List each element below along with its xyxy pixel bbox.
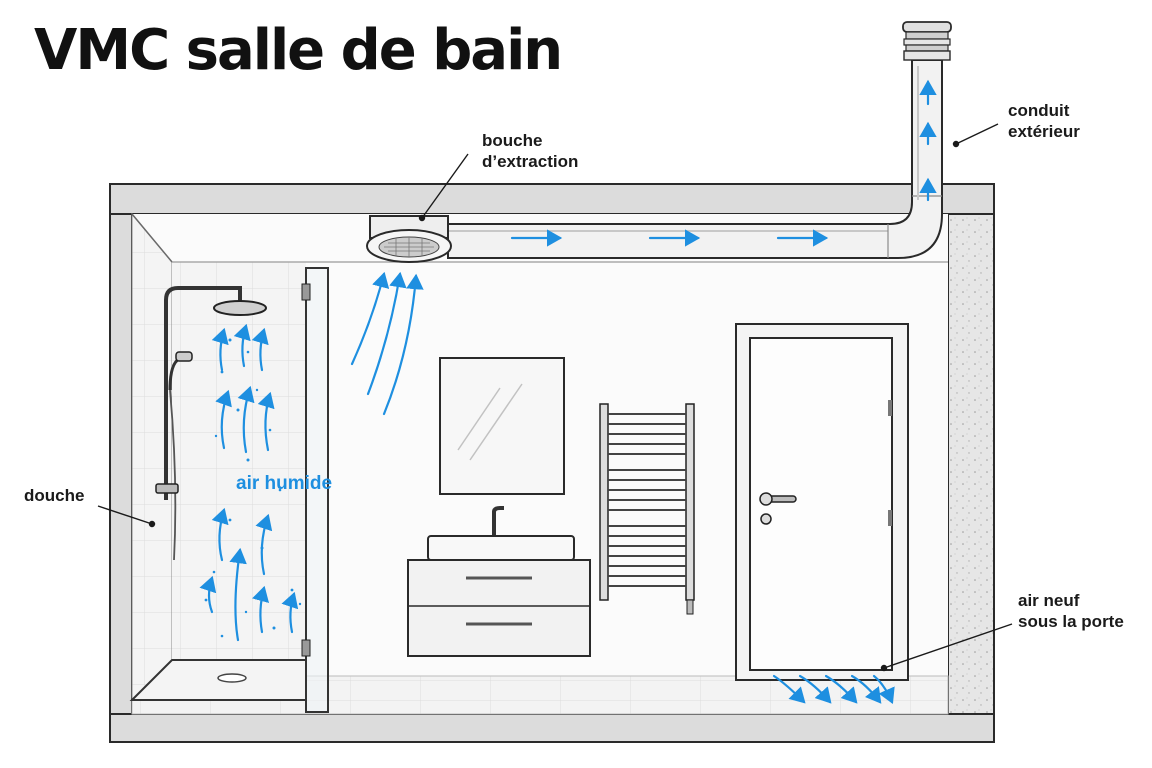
vanity-sink bbox=[407, 506, 591, 657]
arrow-icon bbox=[215, 389, 232, 450]
arrow-icon bbox=[824, 674, 858, 704]
arrow-icon bbox=[382, 273, 424, 416]
arrow-icon bbox=[237, 385, 255, 454]
arrow-icon bbox=[252, 585, 270, 634]
arrow-icon bbox=[257, 391, 275, 452]
shower-head bbox=[213, 300, 267, 316]
label-bouche-line2: d’extraction bbox=[482, 152, 578, 171]
ceiling-slab bbox=[109, 183, 995, 215]
arrow-icon bbox=[255, 513, 273, 576]
steam-droplets bbox=[204, 338, 302, 638]
arrow-icon bbox=[872, 674, 895, 705]
arrow-icon bbox=[281, 591, 299, 634]
airflow-arrows bbox=[199, 79, 937, 705]
label-air-humide: air humide bbox=[236, 473, 332, 494]
arrow-icon bbox=[211, 507, 229, 562]
arrow-icon bbox=[229, 547, 247, 642]
left-wall bbox=[109, 213, 133, 719]
floor-slab bbox=[109, 713, 995, 743]
arrow-icon bbox=[772, 674, 806, 704]
shower bbox=[129, 267, 329, 713]
arrow-icon bbox=[251, 327, 269, 372]
arrow-icon bbox=[233, 323, 251, 368]
arrow-icon bbox=[366, 271, 407, 396]
arrow-icon bbox=[850, 674, 882, 704]
shower-back-tiles bbox=[172, 262, 306, 660]
arrow-icon bbox=[798, 674, 832, 704]
leader-lines bbox=[97, 123, 1013, 672]
door bbox=[735, 323, 909, 681]
label-conduit-line2: extérieur bbox=[1008, 122, 1080, 141]
diagram-title: VMC salle de bain bbox=[34, 18, 563, 83]
right-wall bbox=[947, 213, 995, 719]
extraction-vent-icon bbox=[366, 215, 452, 263]
arrow-icon bbox=[211, 327, 229, 372]
arrow-icon bbox=[350, 271, 390, 366]
label-conduit-line1: conduit bbox=[1008, 101, 1070, 120]
label-bouche-line1: bouche bbox=[482, 131, 542, 150]
label-douche: douche bbox=[24, 486, 84, 505]
label-air-neuf-line2: sous la porte bbox=[1018, 612, 1124, 631]
roof-cap-icon bbox=[902, 21, 952, 61]
shower-glass bbox=[305, 267, 329, 713]
mirror bbox=[439, 357, 565, 495]
towel-radiator bbox=[599, 403, 695, 615]
label-air-neuf-line1: air neuf bbox=[1018, 591, 1080, 610]
arrow-icon bbox=[199, 575, 217, 614]
